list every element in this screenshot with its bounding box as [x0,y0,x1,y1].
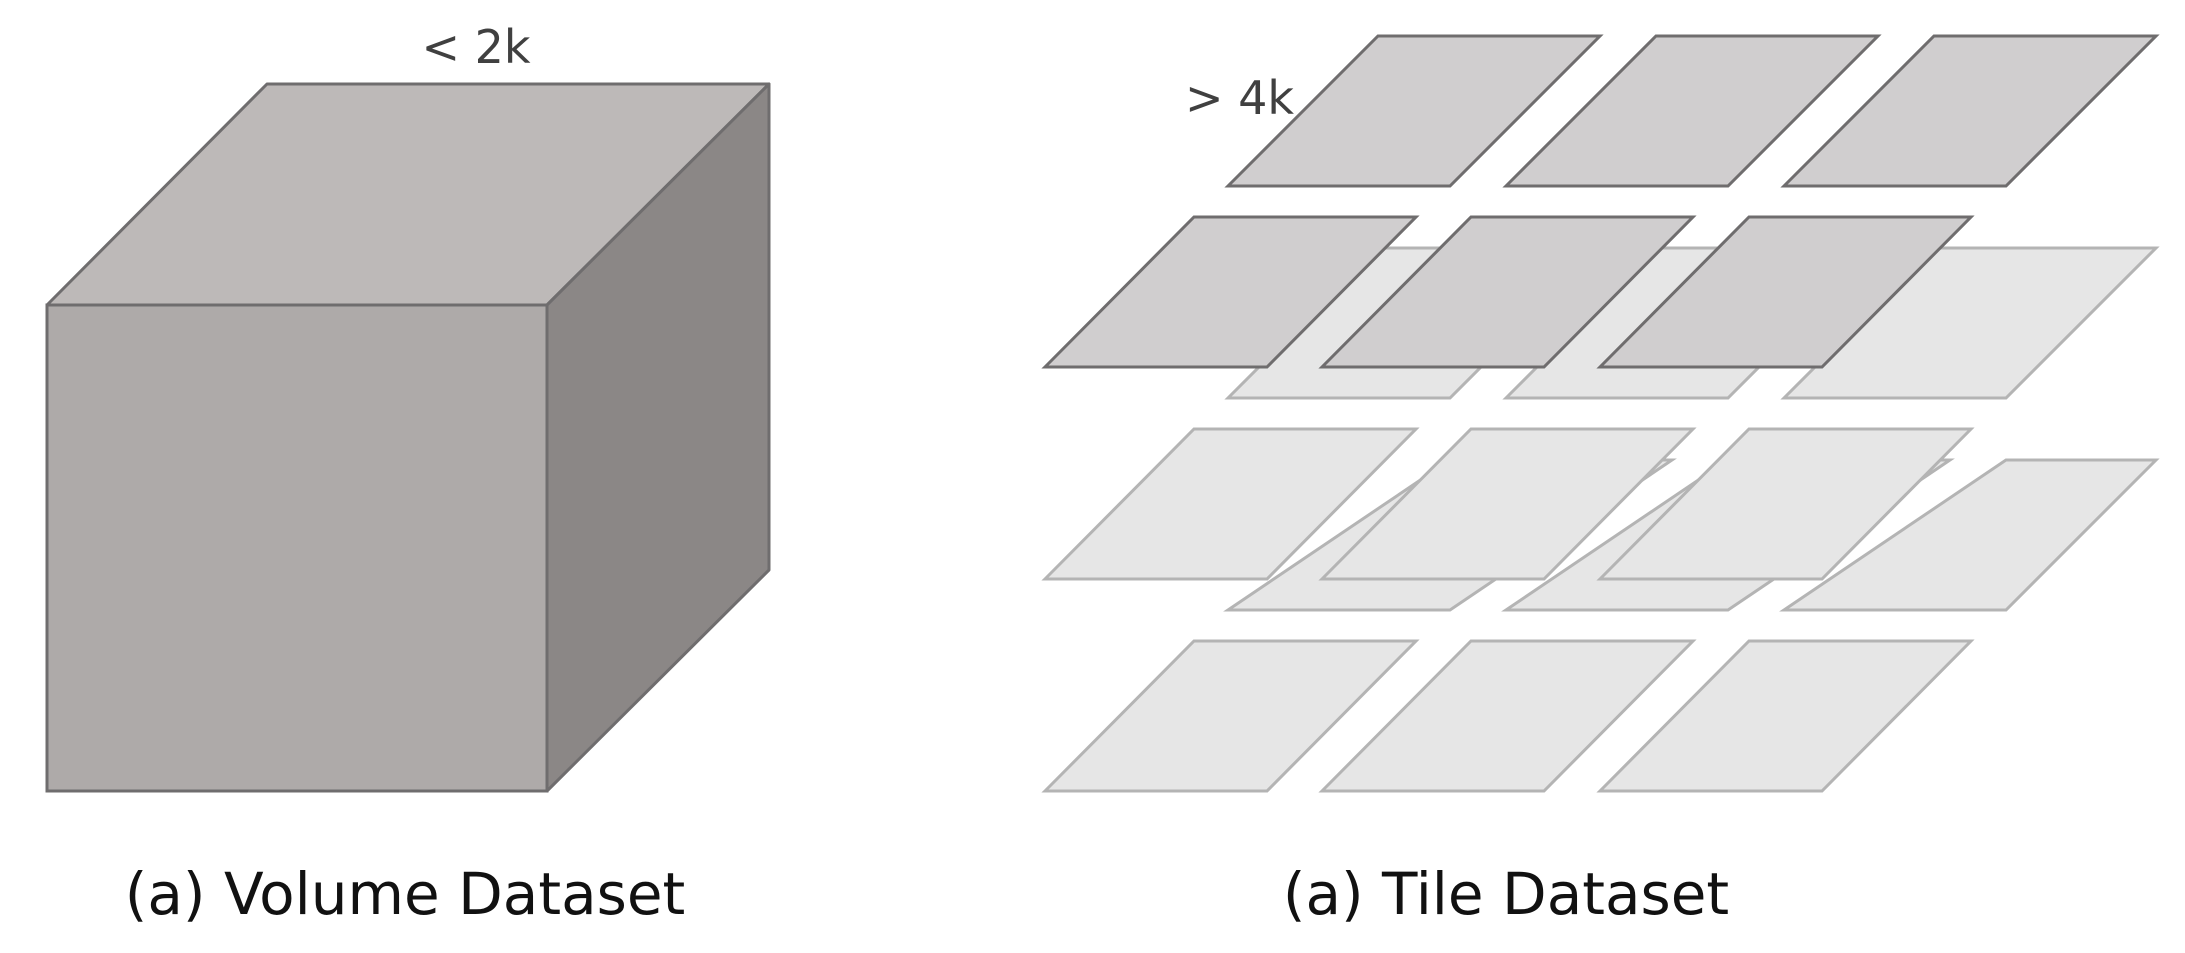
tile-caption: (a) Tile Dataset [1283,860,1729,928]
tile-layer1-1 [1224,34,1604,188]
tile-layer4-3 [1596,639,1975,793]
tile-layer1-3 [1780,34,2160,188]
volume-size-label: < 2k [421,20,530,74]
volume-cube [45,82,771,793]
tile-layer1-2 [1502,34,1882,188]
tile-layer4-1 [1041,639,1420,793]
tile-stack [1041,34,2160,793]
tile-layer3-front-3 [1596,427,1975,581]
cube-front-face [45,303,549,793]
volume-caption: (a) Volume Dataset [125,860,686,928]
tile-layer2-front-3 [1596,215,1975,369]
tile-layer3-front-2 [1318,427,1697,581]
tile-layer4-2 [1318,639,1697,793]
tile-layer2-front-2 [1318,215,1697,369]
tile-size-label: > 4k [1185,71,1294,125]
tile-layer3-front-1 [1041,427,1420,581]
tile-layer2-front-1 [1041,215,1420,369]
tile-layer3-back-3 [1779,458,2160,612]
